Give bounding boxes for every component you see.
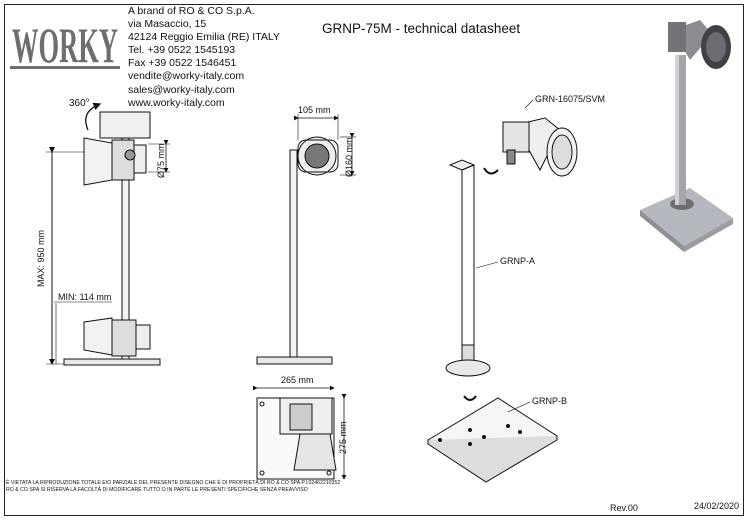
top-view-drawing	[253, 385, 347, 480]
width-105-label: 105 mm	[298, 105, 331, 115]
part-label-lamp: GRN-16075/SVM	[535, 94, 606, 104]
worky-logo: WORKY	[10, 6, 120, 72]
company-line: A brand of RO & CO S.p.A.	[128, 5, 255, 17]
company-fax: Fax +39 0522 1546451	[128, 57, 237, 70]
company-email-sales-it[interactable]: vendite@worky-italy.com	[128, 70, 245, 83]
sheet-border	[4, 4, 744, 516]
diameter-75-label: Ø75 mm	[156, 143, 166, 178]
company-info: A brand of RO & CO S.p.A. via Masaccio, …	[128, 5, 280, 110]
rotation-label: 360°	[69, 98, 90, 109]
front-view-drawing	[256, 114, 356, 365]
company-phone: Tel. +39 0522 1545193	[128, 44, 236, 57]
side-view-drawing	[46, 102, 170, 366]
company-email-sales[interactable]: sales@worky-italy.com	[128, 83, 235, 96]
legal-notice: È VIETATA LA RIPRODUZIONE TOTALE E/O PAR…	[6, 480, 340, 493]
revision-label: Rev.00	[610, 503, 638, 513]
exploded-view-drawing	[427, 99, 578, 483]
legal-notice-line: RO & CO SPA SI RISERVA LA FACOLTÀ DI MOD…	[6, 486, 308, 493]
diameter-160-label: Ø160 mm	[344, 137, 354, 177]
product-render	[640, 20, 733, 252]
base-depth-label: 275 mm	[338, 421, 348, 454]
part-label-base: GRNP-B	[532, 396, 568, 406]
company-address: via Masaccio, 15	[128, 18, 207, 31]
base-width-label: 265 mm	[281, 375, 314, 385]
max-height-label: MAX: 950 mm	[36, 229, 46, 287]
company-website[interactable]: www.worky-italy.com	[128, 96, 225, 109]
min-height-label: MIN: 114 mm	[58, 292, 112, 302]
company-city: 42124 Reggio Emilia (RE) ITALY	[128, 31, 280, 44]
page-title: GRNP-75M - technical datasheet	[322, 21, 521, 36]
part-label-pole: GRNP-A	[500, 256, 536, 266]
date-label: 24/02/2020	[694, 501, 740, 511]
legal-notice-line: È VIETATA LA RIPRODUZIONE TOTALE E/O PAR…	[6, 480, 341, 486]
logo-text: WORKY	[12, 17, 118, 72]
